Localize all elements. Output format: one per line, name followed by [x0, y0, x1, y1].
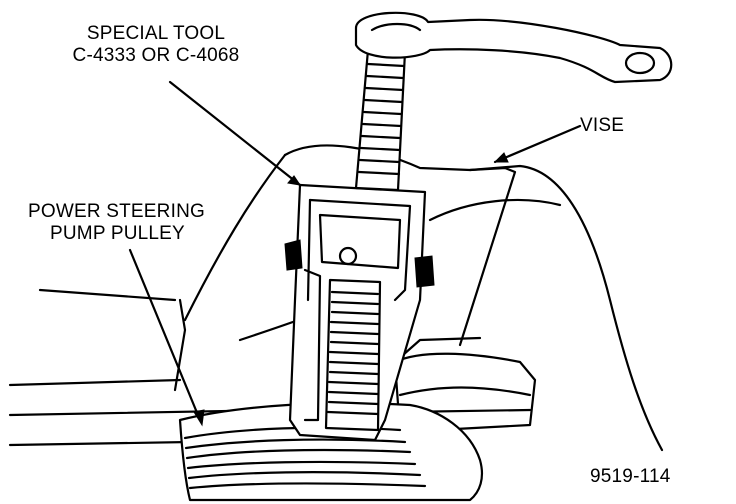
special-tool-label-line2: C-4333 OR C-4068: [72, 45, 240, 66]
forcing-screw-threads: [326, 290, 380, 416]
special-tool-label-line1: SPECIAL TOOL: [86, 23, 226, 44]
figure-number: 9519-114: [590, 466, 671, 487]
leader-lines: [128, 80, 582, 427]
pulley-label-line2: PUMP PULLEY: [50, 223, 185, 244]
pulley: [178, 402, 484, 502]
vise-label: VISE: [580, 115, 625, 136]
pulley-label-line1: POWER STEERING: [28, 201, 205, 222]
tool-screw-and-handle: [354, 11, 673, 192]
special-tool: [284, 183, 435, 442]
